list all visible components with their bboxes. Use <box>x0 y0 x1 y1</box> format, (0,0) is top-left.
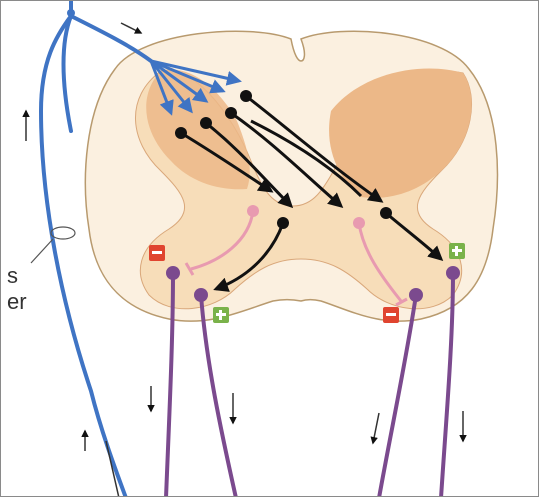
label-fragment-er: er <box>7 289 27 314</box>
minus-sign-icon <box>383 307 399 323</box>
plus-sign-icon <box>213 307 229 323</box>
afferent-fiber-top <box>67 9 75 17</box>
plus-sign-icon <box>449 243 465 259</box>
minus-sign-icon <box>149 245 165 261</box>
label-fragment-s: s <box>7 263 18 288</box>
